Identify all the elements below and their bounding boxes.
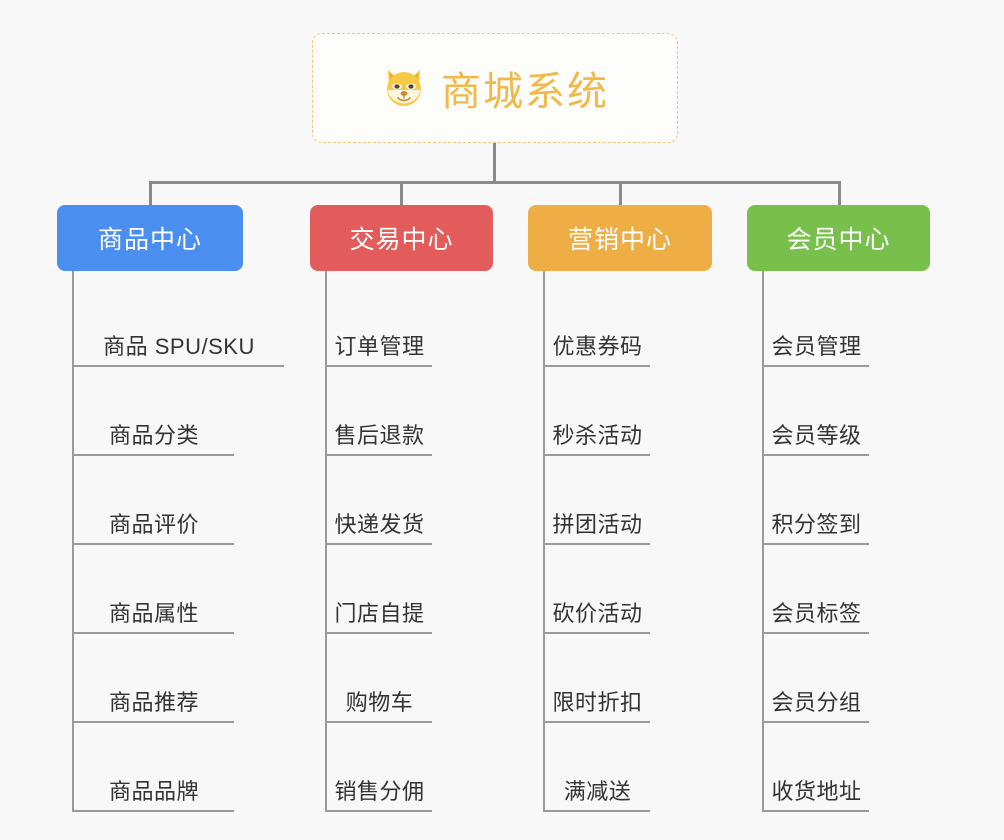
- leaf-item[interactable]: 商品品牌: [74, 750, 234, 812]
- leaf-item-label: 会员分组: [771, 690, 862, 715]
- leaf-item-label: 商品分类: [108, 423, 199, 448]
- category-label-4: 会员中心: [786, 226, 891, 254]
- leaf-item[interactable]: 满减送: [545, 750, 650, 812]
- leaf-item[interactable]: 限时折扣: [545, 661, 650, 723]
- leaf-item-label: 积分签到: [771, 512, 862, 537]
- leaf-item-label: 售后退款: [334, 423, 425, 448]
- leaf-item-label: 商品评价: [108, 512, 199, 537]
- category-label-2: 交易中心: [349, 226, 454, 254]
- leaf-item-label: 销售分佣: [334, 779, 425, 804]
- connector-root-stem: [493, 143, 496, 183]
- leaf-item-label: 门店自提: [334, 601, 425, 626]
- leaf-item[interactable]: 商品 SPU/SKU: [74, 305, 284, 367]
- branch-trunk-2: [325, 271, 327, 812]
- leaf-item[interactable]: 商品分类: [74, 394, 234, 456]
- leaf-item-label: 限时折扣: [552, 690, 643, 715]
- connector-horizontal-bus: [150, 181, 840, 184]
- leaf-item[interactable]: 砍价活动: [545, 572, 650, 634]
- leaf-item-label: 商品品牌: [108, 779, 199, 804]
- category-box-1[interactable]: 商品中心: [57, 205, 243, 271]
- branch-trunk-4: [762, 271, 764, 812]
- leaf-item[interactable]: 优惠券码: [545, 305, 650, 367]
- connector-drop-4: [838, 181, 841, 207]
- category-box-2[interactable]: 交易中心: [310, 205, 493, 271]
- leaf-item-label: 满减送: [563, 779, 632, 804]
- leaf-item[interactable]: 订单管理: [327, 305, 432, 367]
- leaf-item-label: 秒杀活动: [552, 423, 643, 448]
- leaf-item[interactable]: 商品评价: [74, 483, 234, 545]
- leaf-item-label: 会员管理: [771, 334, 862, 359]
- category-box-3[interactable]: 营销中心: [528, 205, 712, 271]
- leaf-item[interactable]: 会员分组: [764, 661, 869, 723]
- leaf-item-label: 商品属性: [108, 601, 199, 626]
- leaf-item-label: 会员标签: [771, 601, 862, 626]
- leaf-item[interactable]: 收货地址: [764, 750, 869, 812]
- leaf-item-label: 购物车: [345, 690, 414, 715]
- leaf-item[interactable]: 商品推荐: [74, 661, 234, 723]
- leaf-item[interactable]: 会员等级: [764, 394, 869, 456]
- root-node[interactable]: 商城系统: [312, 33, 678, 143]
- leaf-item-label: 商品 SPU/SKU: [103, 334, 255, 359]
- root-title: 商城系统: [441, 70, 609, 114]
- leaf-item[interactable]: 积分签到: [764, 483, 869, 545]
- leaf-item[interactable]: 购物车: [327, 661, 432, 723]
- leaf-item[interactable]: 快递发货: [327, 483, 432, 545]
- leaf-item[interactable]: 会员标签: [764, 572, 869, 634]
- connector-drop-3: [619, 181, 622, 207]
- leaf-item[interactable]: 秒杀活动: [545, 394, 650, 456]
- connector-drop-1: [149, 181, 152, 207]
- connector-drop-2: [400, 181, 403, 207]
- leaf-item[interactable]: 会员管理: [764, 305, 869, 367]
- leaf-item-label: 快递发货: [334, 512, 425, 537]
- leaf-item-label: 会员等级: [771, 423, 862, 448]
- leaf-item-label: 拼团活动: [552, 512, 643, 537]
- leaf-item[interactable]: 销售分佣: [327, 750, 432, 812]
- leaf-item-label: 收货地址: [771, 779, 862, 804]
- leaf-item[interactable]: 售后退款: [327, 394, 432, 456]
- category-label-1: 商品中心: [97, 226, 202, 254]
- leaf-item[interactable]: 门店自提: [327, 572, 432, 634]
- branch-trunk-3: [543, 271, 545, 812]
- leaf-item-label: 商品推荐: [108, 690, 199, 715]
- category-label-3: 营销中心: [567, 226, 672, 254]
- leaf-item-label: 优惠券码: [552, 334, 643, 359]
- category-box-4[interactable]: 会员中心: [747, 205, 930, 271]
- shiba-dog-face-icon: [381, 65, 427, 111]
- leaf-item-label: 砍价活动: [552, 601, 643, 626]
- branch-trunk-1: [72, 271, 74, 812]
- leaf-item[interactable]: 拼团活动: [545, 483, 650, 545]
- leaf-item[interactable]: 商品属性: [74, 572, 234, 634]
- leaf-item-label: 订单管理: [334, 334, 425, 359]
